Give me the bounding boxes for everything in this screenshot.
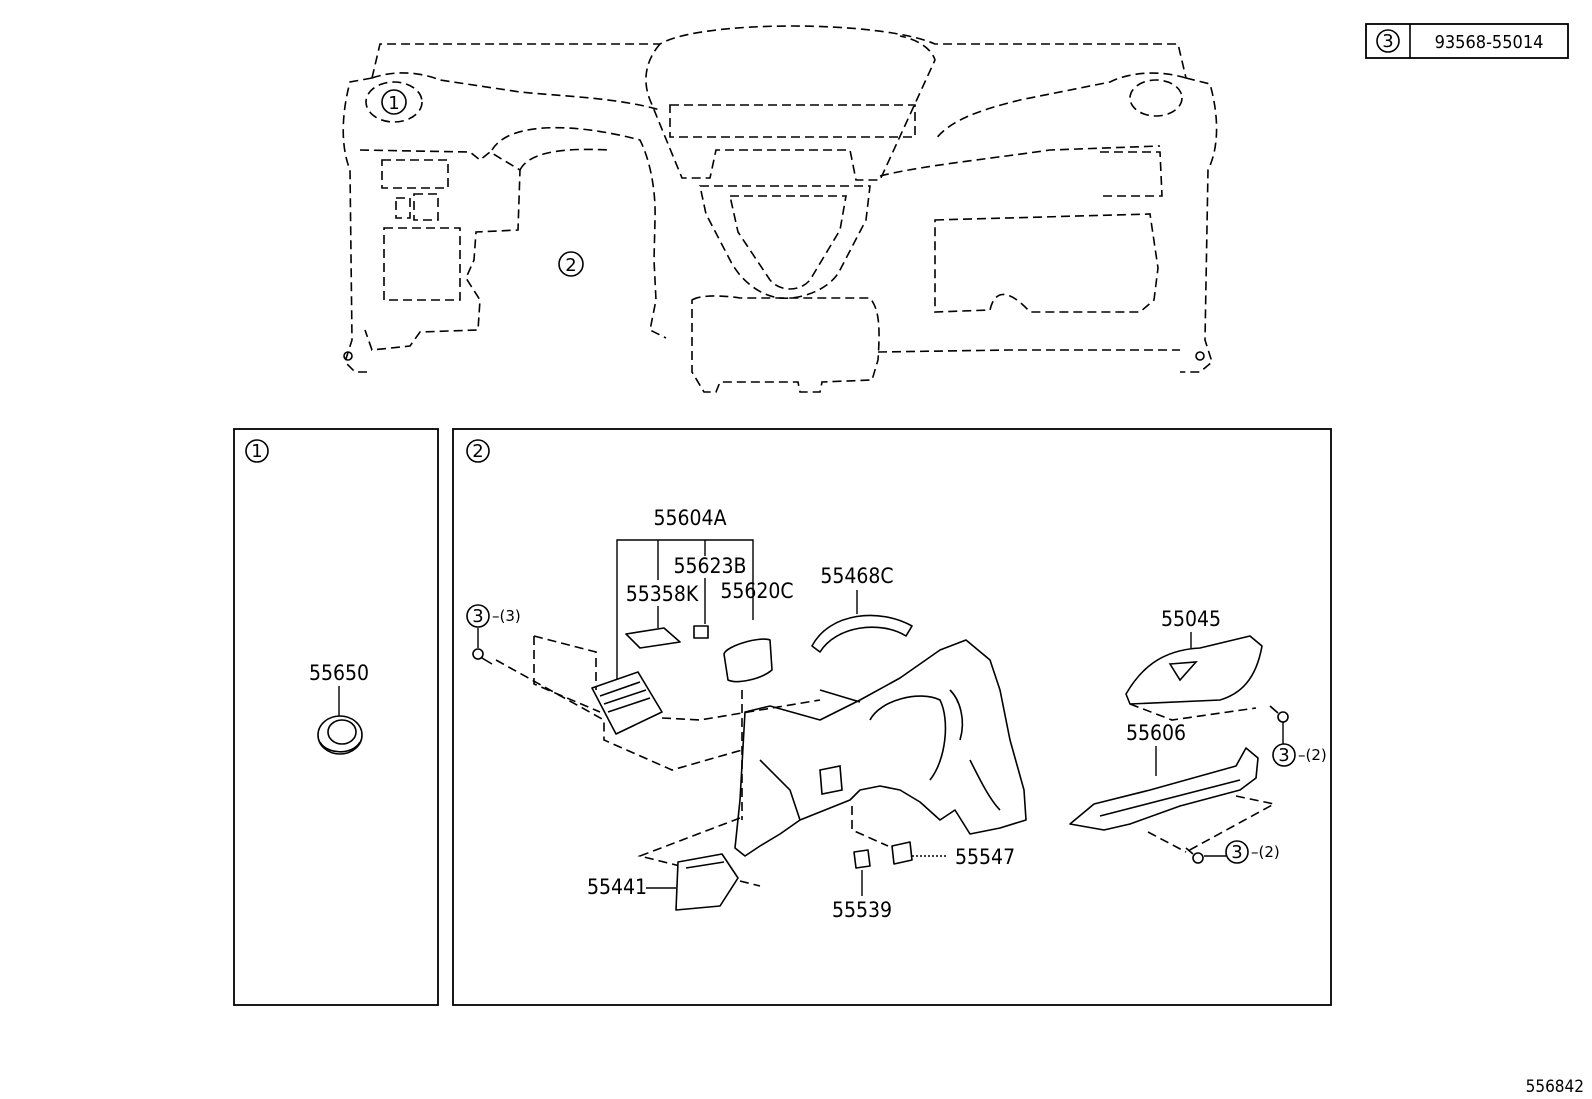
part-55604A-label: 55604A xyxy=(653,506,726,530)
legend-part-number: 93568-55014 xyxy=(1435,32,1544,53)
part-55606-label: 55606 xyxy=(1126,721,1186,745)
part-55650 xyxy=(317,715,363,755)
overview-marker-2-circle xyxy=(558,251,584,277)
screw-right-upper-qty: –(2) xyxy=(1298,746,1327,764)
screw-right-lower-marker-circle xyxy=(1225,840,1249,864)
overview-marker-1: 1 xyxy=(388,93,399,114)
part-55358K-label: 55358K xyxy=(626,582,699,606)
dashboard-overview: 1 2 xyxy=(342,25,1218,393)
part-55604A xyxy=(591,671,663,735)
panel-2: 2 55604A 55623B 55358K 55620C 55468C 3 –… xyxy=(452,428,1332,1006)
part-55045-label: 55045 xyxy=(1161,607,1221,631)
panel-1-marker-circle xyxy=(245,439,269,463)
screw-right-upper-marker-circle xyxy=(1272,743,1296,767)
screw-left-marker-circle xyxy=(466,604,490,628)
screw-right-upper xyxy=(1269,705,1289,723)
overview-marker-2: 2 xyxy=(565,255,576,276)
part-55539-label: 55539 xyxy=(832,898,892,922)
screw-left xyxy=(472,648,493,665)
legend-marker: 3 xyxy=(1382,31,1393,52)
part-55441-label: 55441 xyxy=(587,875,647,899)
part-55650-label: 55650 xyxy=(309,661,369,685)
screw-right-lower xyxy=(1185,847,1204,864)
panel-1: 1 55650 xyxy=(233,428,439,1006)
legend-marker-circle xyxy=(1376,29,1400,53)
part-55539 xyxy=(853,849,871,869)
screw-left-marker: 3 xyxy=(472,606,483,627)
part-55045 xyxy=(1125,635,1263,705)
screw-right-lower-qty: –(2) xyxy=(1251,843,1280,861)
screw-right-lower-marker: 3 xyxy=(1231,842,1242,863)
part-55547 xyxy=(891,841,913,865)
screw-left-qty: –(3) xyxy=(492,607,521,625)
panel-2-marker-circle xyxy=(466,439,490,463)
part-55468C xyxy=(811,614,913,653)
legend-box: 3 93568-55014 xyxy=(1365,23,1569,59)
part-55606 xyxy=(1069,747,1259,831)
part-55620C xyxy=(723,638,773,683)
part-55441 xyxy=(675,853,739,911)
part-55547-label: 55547 xyxy=(955,845,1015,869)
part-55468C-label: 55468C xyxy=(820,564,893,588)
part-55623B xyxy=(693,625,709,639)
part-55623B-label: 55623B xyxy=(673,554,746,578)
part-55358K xyxy=(625,627,681,649)
part-55620C-label: 55620C xyxy=(720,579,793,603)
screw-right-upper-marker: 3 xyxy=(1278,745,1289,766)
diagram-id: 556842 xyxy=(1526,1077,1584,1097)
overview-marker-1-circle xyxy=(381,89,407,115)
panel-1-marker: 1 xyxy=(251,441,262,462)
panel-2-marker: 2 xyxy=(472,441,483,462)
instrument-panel-reinforcement xyxy=(734,639,1027,857)
